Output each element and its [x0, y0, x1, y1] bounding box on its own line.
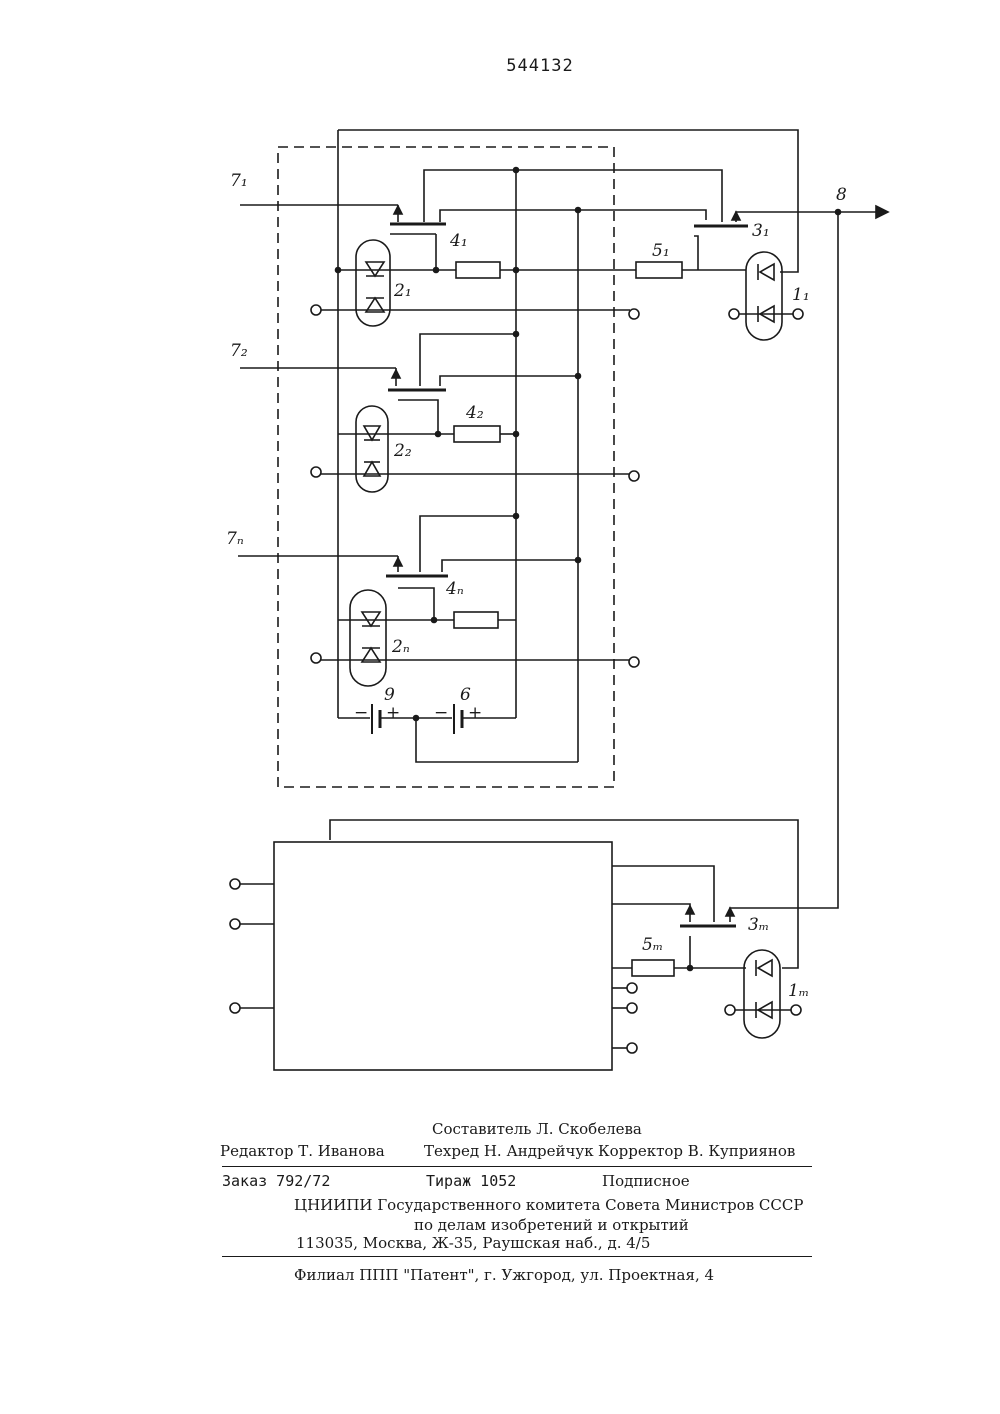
label-resistor-5-m: 5ₘ [642, 935, 663, 955]
lower-block [274, 842, 612, 1070]
imprint-branch: Филиал ППП "Патент", г. Ужгород, ул. Про… [294, 1264, 714, 1286]
gate-arrow-icon [394, 206, 402, 214]
label-input-7-2: 7₂ [230, 341, 248, 361]
circuit-diagram: 7₁ 7₂ 7ₙ 4₁ 4₂ 4ₙ 2₁ 2₂ 2ₙ 5₁ 3₁ 1₁ 8 9 … [0, 0, 1000, 1100]
resistor-4-2 [454, 426, 500, 442]
wire [694, 236, 698, 270]
wire [440, 210, 578, 222]
wire [516, 170, 722, 222]
wire [578, 210, 706, 220]
resistor [456, 262, 500, 278]
label-optocoupler-2-n: 2ₙ [391, 637, 410, 657]
optocoupler-2-2 [356, 406, 388, 492]
imprint-address: 113035, Москва, Ж-35, Раушская наб., д. … [296, 1232, 650, 1254]
resistor-5-1 [636, 262, 682, 278]
imprint-order: Заказ 792/72 [222, 1170, 330, 1192]
imprint-techred: Техред Н. Андрейчук [424, 1140, 594, 1162]
divider-rule [222, 1256, 812, 1257]
resistor-4-n [454, 612, 498, 628]
imprint-editor: Редактор Т. Иванова [220, 1140, 385, 1162]
imprint-compiler: Составитель Л. Скобелева [432, 1118, 642, 1140]
wire [424, 170, 516, 222]
divider-rule [222, 1166, 812, 1167]
label-battery-9: 9 [384, 685, 395, 705]
label-input-7-n: 7ₙ [226, 529, 244, 549]
label-battery-9-plus: + [386, 703, 400, 723]
label-optocoupler-2-2: 2₂ [393, 441, 412, 461]
label-resistor-5-1: 5₁ [652, 241, 670, 261]
optocoupler-1-1 [746, 252, 782, 340]
label-input-7-1: 7₁ [230, 171, 248, 191]
label-transistor-4-n: 4ₙ [445, 579, 464, 599]
label-output-8: 8 [836, 185, 847, 205]
imprint-circulation: Тираж 1052 [426, 1170, 516, 1192]
imprint-org-line1: ЦНИИПИ Государственного комитета Совета … [294, 1194, 803, 1216]
label-battery-6-minus: − [434, 703, 448, 723]
optocoupler-1-m [744, 950, 780, 1038]
imprint-subscription: Подписное [602, 1170, 690, 1192]
label-battery-9-minus: − [354, 703, 368, 723]
label-optocoupler-1-1: 1₁ [792, 285, 810, 305]
label-optocoupler-2-1: 2₁ [393, 281, 412, 301]
optocoupler-2-n [350, 590, 386, 686]
imprint-corrector: Корректор В. Куприянов [598, 1140, 795, 1162]
output-bus [740, 212, 838, 908]
label-transistor-4-1: 4₁ [449, 231, 468, 251]
resistor-5-m [632, 960, 674, 976]
label-battery-6-plus: + [468, 703, 482, 723]
optocoupler-2-1 [356, 240, 390, 326]
label-battery-6: 6 [460, 685, 471, 705]
label-transistor-4-2: 4₂ [465, 403, 484, 423]
label-transistor-3-1: 3₁ [752, 221, 770, 241]
output-arrow-icon [876, 206, 888, 218]
label-optocoupler-1-m: 1ₘ [788, 981, 809, 1001]
dashed-block-upper [278, 147, 614, 787]
label-transistor-3-m: 3ₘ [748, 915, 769, 935]
wire [338, 130, 798, 272]
